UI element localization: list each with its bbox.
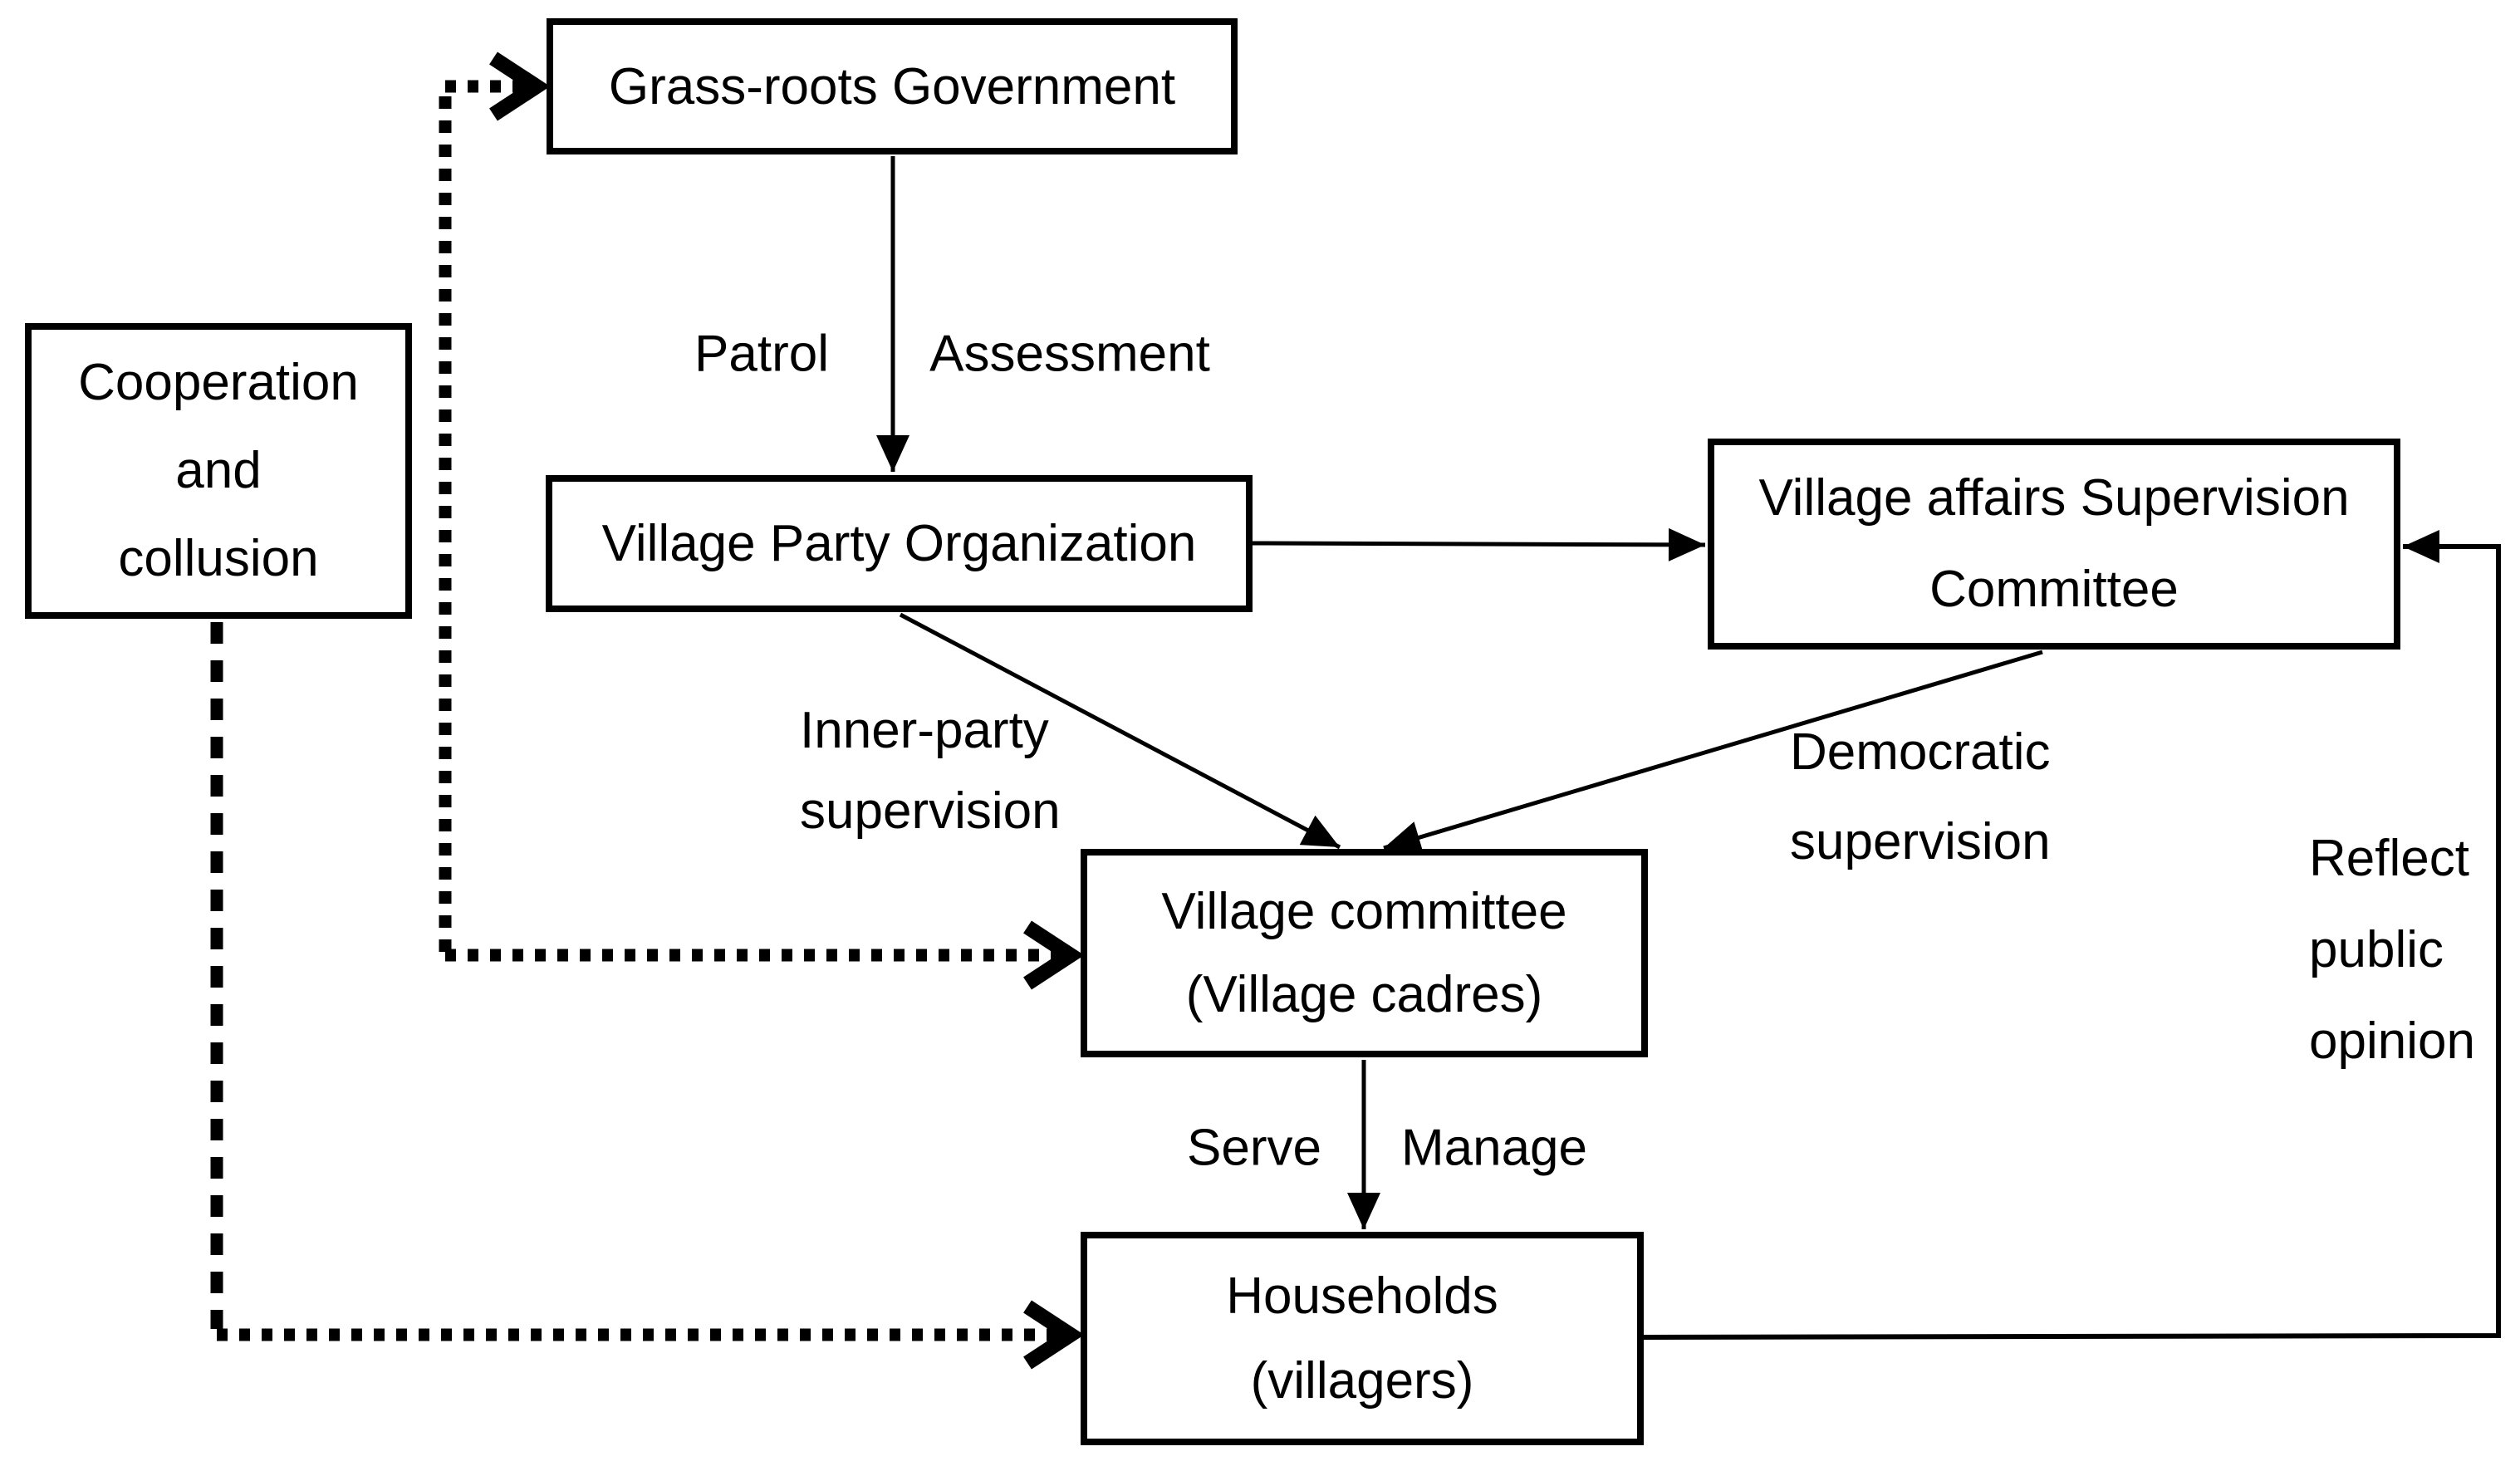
edge-label-democratic-supervision: Democratic supervision xyxy=(1790,708,2051,887)
node-grass-roots-government: Grass-roots Government xyxy=(547,18,1238,154)
edge-label-line: Reflect xyxy=(2309,830,2469,887)
edge-label-line: Democratic xyxy=(1790,723,2051,781)
edge-label-line: public xyxy=(2309,921,2444,978)
node-households: Households (villagers) xyxy=(1081,1232,1644,1445)
node-label-line: Committee xyxy=(1929,561,2179,618)
node-cooperation-and-collusion: Cooperation and collusion xyxy=(25,323,412,619)
node-village-affairs-supervision-committee: Village affairs Supervision Committee xyxy=(1708,439,2400,650)
node-label-line: Village committee xyxy=(1161,882,1567,940)
edge-label-manage: Manage xyxy=(1400,1119,1588,1177)
edge-label-inner-party-supervision: Inner-party supervision xyxy=(800,690,1061,851)
arrow-vpo-to-vasc xyxy=(1252,527,1706,561)
edge-label-line: opinion xyxy=(2309,1012,2475,1070)
edge-label-reflect-public-opinion: Reflect public opinion xyxy=(2309,813,2475,1087)
edge-label-line: supervision xyxy=(1790,813,2051,870)
edge-label-serve: Serve xyxy=(1187,1119,1321,1177)
node-label-line: and xyxy=(175,442,262,499)
node-label-line: Households xyxy=(1226,1267,1498,1325)
node-label-line: (villagers) xyxy=(1250,1351,1474,1410)
node-village-committee: Village committee (Village cadres) xyxy=(1081,849,1648,1057)
edge-label-line: supervision xyxy=(800,782,1061,840)
node-label-line: Cooperation xyxy=(78,354,359,411)
edge-label-patrol: Patrol xyxy=(694,325,829,383)
edge-label-line: Inner-party xyxy=(800,702,1049,759)
node-label-line: collusion xyxy=(118,530,319,587)
node-label-line: Village affairs Supervision xyxy=(1758,469,2350,527)
node-label: Village Party Organization xyxy=(601,515,1197,572)
node-village-party-organization: Village Party Organization xyxy=(546,475,1253,612)
edge-label-assessment: Assessment xyxy=(929,325,1210,383)
node-label-line: (Village cadres) xyxy=(1185,965,1543,1023)
node-label: Grass-roots Government xyxy=(608,57,1176,115)
